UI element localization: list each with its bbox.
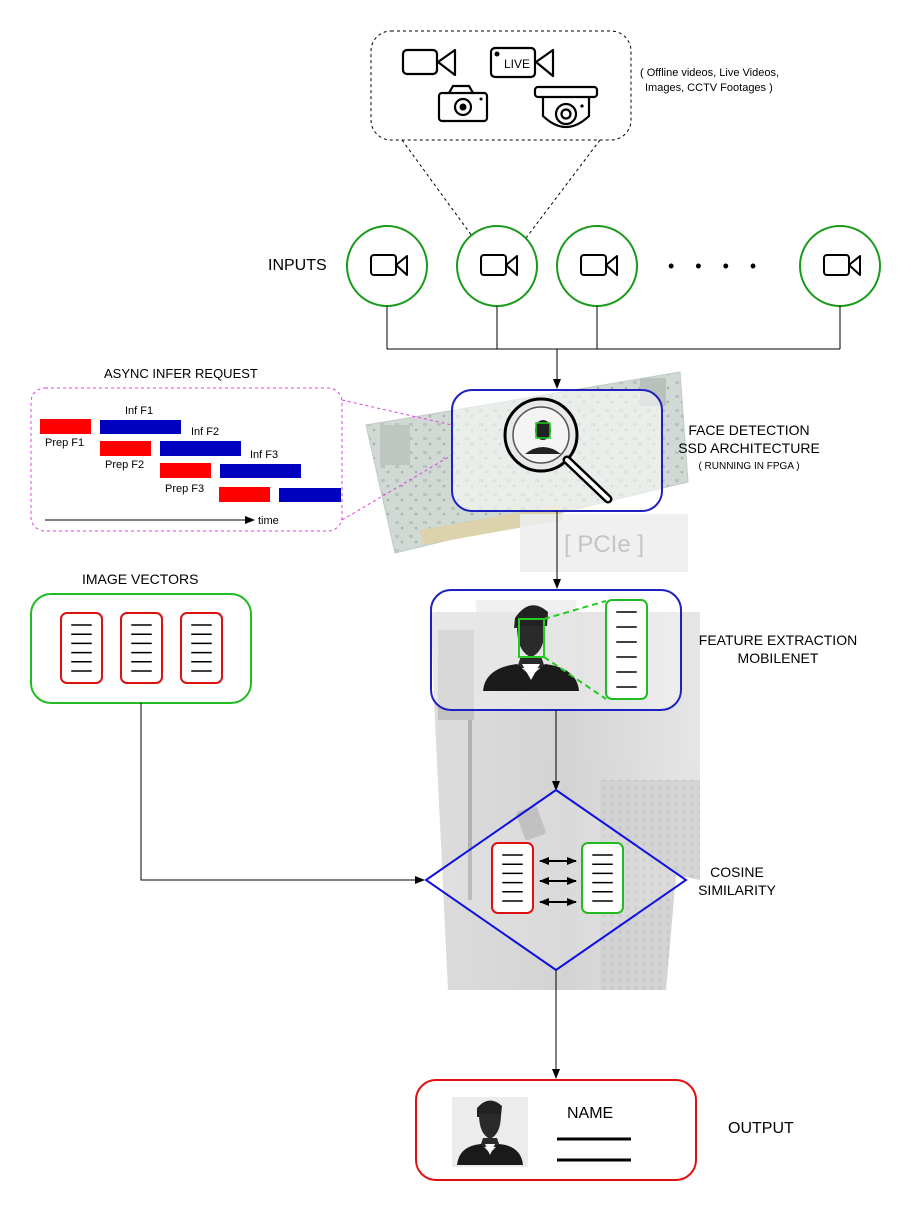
live-label: LIVE [504, 57, 530, 71]
zoom-line-right [525, 139, 601, 239]
crop-line-top [543, 600, 607, 620]
face-detection-line3: ( RUNNING IN FPGA ) [698, 461, 799, 472]
video-camera-icon [823, 254, 861, 276]
video-camera-icon [580, 254, 618, 276]
live-camera-icon: LIVE [489, 46, 555, 79]
zoom-line-left [401, 139, 473, 237]
inf-bar [160, 441, 241, 456]
inf-label: Inf F3 [250, 449, 278, 461]
cosine-line2: SIMILARITY [698, 882, 776, 898]
video-camera-icon [480, 254, 518, 276]
inf-label: Inf F2 [191, 426, 219, 438]
async-timeline: Inf F1 Prep F1 Inf F2 Prep F2 Inf F3 Pre… [40, 405, 341, 527]
prep-bar [40, 419, 91, 434]
stored-vector-card [491, 842, 534, 914]
inputs-ellipsis: • • • • [668, 256, 764, 276]
source-box: LIVE [370, 30, 632, 141]
input-camera-3 [556, 225, 638, 307]
inf-bar [279, 488, 341, 502]
inf-bar [220, 464, 301, 478]
image-vectors-connector [140, 703, 425, 884]
time-label: time [258, 515, 279, 527]
photo-camera-icon [437, 84, 489, 123]
prep-label: Prep F3 [165, 483, 204, 495]
image-vectors-title: IMAGE VECTORS [82, 571, 198, 587]
cosine-line1: COSINE [710, 864, 764, 880]
inf-bar [100, 420, 181, 434]
compare-arrows [539, 857, 577, 906]
prep-label: Prep F2 [105, 459, 144, 471]
output-name-label: NAME [567, 1105, 613, 1122]
cctv-camera-icon [533, 85, 599, 129]
prep-bar [100, 441, 151, 456]
magnifier-face-icon [503, 397, 613, 504]
inf-label: Inf F1 [125, 405, 153, 417]
feature-vector-card [605, 599, 648, 700]
person-avatar-icon [452, 1097, 528, 1167]
prep-bar [219, 487, 270, 502]
input-camera-1 [346, 225, 428, 307]
async-box [30, 387, 343, 532]
pcie-label: [ PCIe ] [564, 531, 644, 558]
inputs-label: INPUTS [268, 257, 327, 274]
input-camera-4 [799, 225, 881, 307]
face-detection-line2: SSD ARCHITECTURE [678, 440, 820, 456]
image-vector-card [180, 612, 223, 684]
source-caption-line1: ( Offline videos, Live Videos, [640, 67, 779, 79]
feature-extraction-line2: MOBILENET [738, 650, 819, 666]
input-bus-lines [386, 306, 841, 350]
source-caption-line2: Images, CCTV Footages ) [645, 82, 773, 94]
video-camera-icon [370, 254, 408, 276]
prep-label: Prep F1 [45, 437, 84, 449]
face-crop-box [518, 618, 545, 658]
output-label: OUTPUT [728, 1120, 794, 1137]
image-vector-card [60, 612, 103, 684]
video-camera-icon [401, 48, 457, 77]
feature-extraction-line1: FEATURE EXTRACTION [699, 632, 857, 648]
pcie-background [520, 514, 688, 572]
input-camera-2 [456, 225, 538, 307]
face-detection-line1: FACE DETECTION [688, 422, 809, 438]
image-vector-card [120, 612, 163, 684]
async-title: ASYNC INFER REQUEST [104, 366, 258, 381]
crop-line-bottom [543, 656, 607, 700]
query-vector-card [581, 842, 624, 914]
prep-bar [160, 463, 211, 478]
async-zoom-line-top [341, 399, 453, 426]
